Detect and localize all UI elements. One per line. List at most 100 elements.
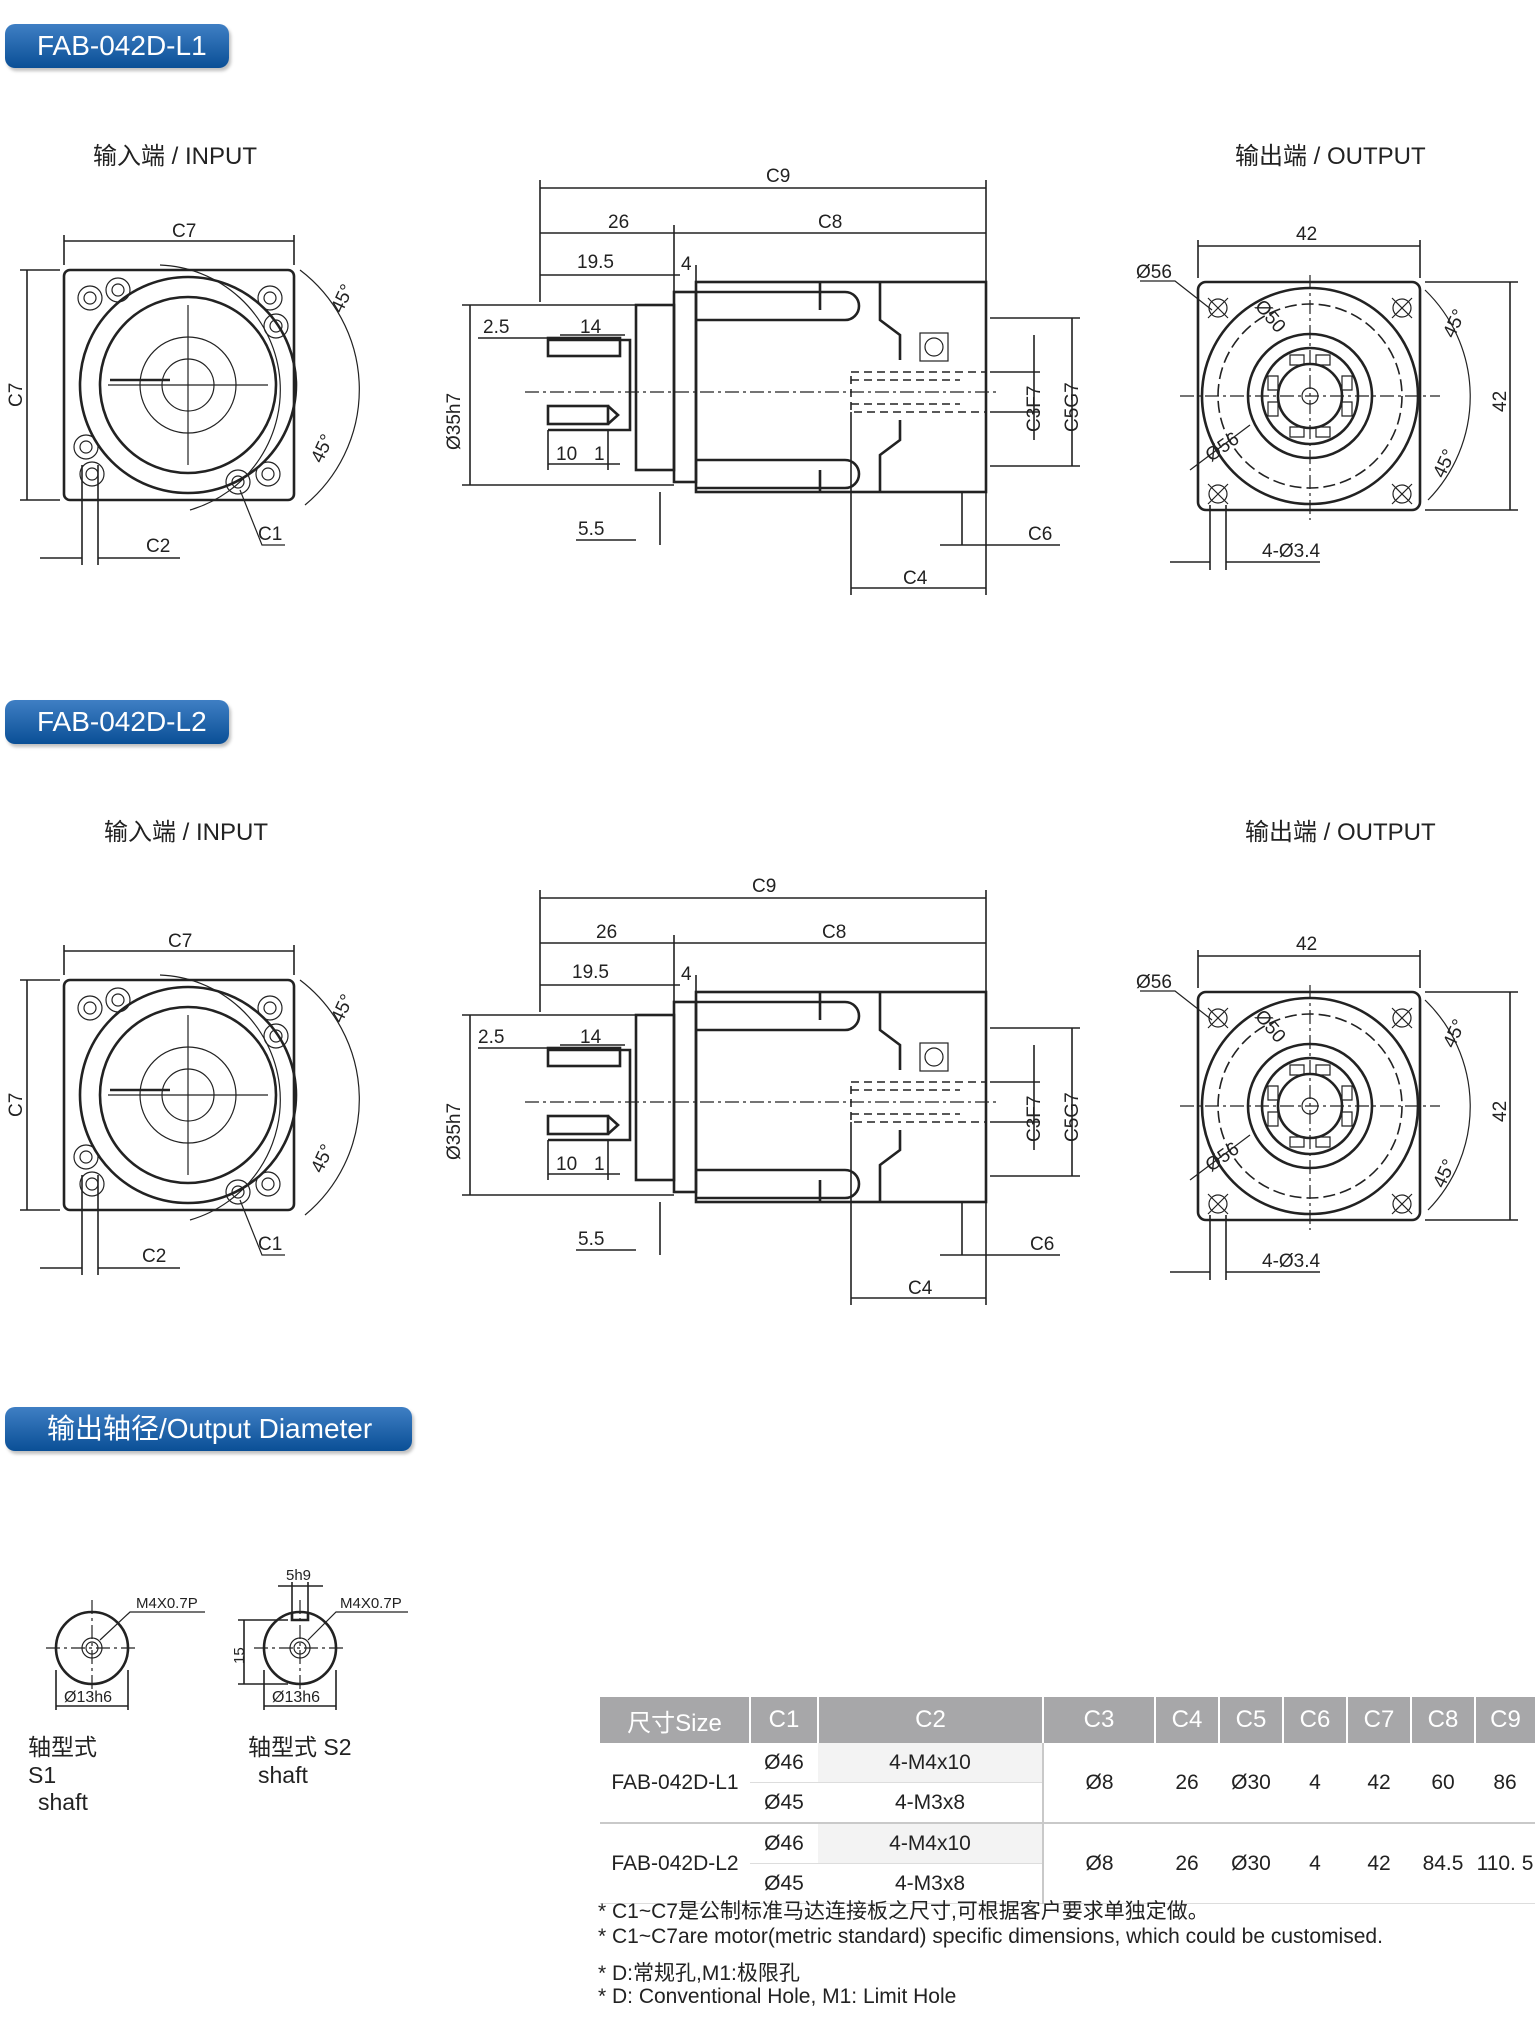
footnote-1: * C1~C7是公制标准马达连接板之尺寸,可根据客户要求单独定做。 [598, 1900, 1209, 1923]
input-view-label-l2: 输入端 / INPUT [104, 819, 269, 846]
dim-dia-56-top: Ø56 [1136, 262, 1172, 283]
header-c7: C7 [1347, 1697, 1412, 1743]
dim-c1-l2: C1 [258, 1234, 282, 1255]
dim-c9-l2: C9 [752, 876, 776, 897]
dim-42-right-l2: 42 [1490, 1101, 1511, 1122]
header-size: 尺寸Size [600, 1697, 751, 1743]
dim-c4-l2: C4 [908, 1278, 933, 1299]
dim-1-l2: 1 [594, 1154, 605, 1175]
dim-19-5-l2: 19.5 [572, 962, 609, 983]
dim-4-l2: 4 [681, 964, 692, 985]
dim-c5g7: C5G7 [1062, 382, 1083, 432]
dim-19-5: 19.5 [577, 252, 614, 273]
header-c8: C8 [1411, 1697, 1476, 1743]
row2-c1-b: Ø45 [750, 1863, 818, 1904]
dim-26-l2: 26 [596, 922, 617, 943]
table-row: Ø45 4-M3x8 [600, 1863, 1535, 1904]
dim-c5g7-l2: C5G7 [1062, 1092, 1083, 1142]
row2-c4: 26 [1155, 1823, 1219, 1904]
angle-45-lower: 45° [307, 431, 338, 466]
table-row: Ø45 4-M3x8 [600, 1782, 1535, 1824]
dim-dia-35h7: Ø35h7 [444, 393, 465, 450]
dim-42-top-l2: 42 [1296, 934, 1317, 955]
dim-c2-l2: C2 [142, 1246, 166, 1267]
row2-c6: 4 [1283, 1823, 1347, 1904]
spec-table: 尺寸Size C1 C2 C3 C4 C5 C6 C7 C8 C9 FAB-04… [600, 1697, 1535, 1904]
section-title-l1: FAB-042D-L1 [5, 24, 229, 68]
dim-c9: C9 [766, 166, 790, 187]
output-view-l2: 42 42 Ø56 Ø50 Ø56 45° 45° 4-Ø3.4 [1136, 934, 1518, 1280]
dim-holes-l2: 4-Ø3.4 [1262, 1251, 1321, 1272]
row2-c1-a: Ø46 [750, 1823, 818, 1864]
dim-c8: C8 [818, 212, 842, 233]
dim-c3f7: C3F7 [1024, 386, 1045, 432]
angle-45-upper: 45° [327, 281, 358, 316]
section-title-l2: FAB-042D-L2 [5, 700, 229, 744]
row1-c2-b: 4-M3x8 [818, 1782, 1044, 1824]
row1-c1-b: Ø45 [750, 1782, 818, 1824]
input-view-l1: C7 C7 C2 C1 45° 45° [6, 221, 360, 565]
dim-14: 14 [580, 317, 602, 338]
table-row: FAB-042D-L1 Ø46 4-M4x10 Ø8 26 Ø30 4 42 6… [600, 1743, 1535, 1824]
dim-26: 26 [608, 212, 629, 233]
header-c6: C6 [1283, 1697, 1348, 1743]
header-c9: C9 [1475, 1697, 1535, 1743]
shaft-s2-key: 5h9 [286, 1567, 311, 1584]
row2-c3: Ø8 [1043, 1823, 1155, 1904]
dim-c8-l2: C8 [822, 922, 846, 943]
header-c5: C5 [1219, 1697, 1284, 1743]
dim-c3f7-l2: C3F7 [1024, 1096, 1045, 1142]
row1-c9: 86 [1475, 1743, 1535, 1824]
angle-45-lower-out: 45° [1429, 446, 1460, 481]
footnote-4: * D: Conventional Hole, M1: Limit Hole [598, 1985, 957, 2008]
side-view-l2: C9 26 C8 19.5 4 Ø35h7 2.5 14 10 1 5.5 C6… [444, 876, 1083, 1305]
row1-c3: Ø8 [1043, 1743, 1155, 1824]
dim-c7-left-l2: C7 [6, 1093, 27, 1117]
row2-c2-a: 4-M4x10 [818, 1823, 1044, 1864]
shaft-s1-label: 轴型式 S1 shaft [28, 1728, 128, 1816]
dim-dia-56-top-l2: Ø56 [1136, 972, 1172, 993]
dim-c2: C2 [146, 536, 170, 557]
row2-c8: 84.5 [1411, 1823, 1475, 1904]
shaft-s1-label-cn: 轴型式 S1 [28, 1734, 97, 1788]
shaft-s2-dia: Ø13h6 [272, 1689, 320, 1706]
spec-table-header: 尺寸Size C1 C2 C3 C4 C5 C6 C7 C8 C9 [600, 1697, 1535, 1743]
row1-c2-a: 4-M4x10 [818, 1743, 1044, 1783]
row2-c7: 42 [1347, 1823, 1411, 1904]
dim-1: 1 [594, 444, 605, 465]
row1-c1-a: Ø46 [750, 1743, 818, 1783]
dim-5-5: 5.5 [578, 519, 604, 540]
shaft-s2-drawing: 5h9 15 M4X0.7P Ø13h6 [231, 1567, 408, 1710]
footnote-3: * D:常规孔,M1:极限孔 [598, 1962, 800, 1985]
dim-42-top: 42 [1296, 224, 1317, 245]
section-title-output-diameter: 输出轴径/Output Diameter [5, 1407, 413, 1451]
dim-2-5-l2: 2.5 [478, 1027, 504, 1048]
dim-5-5-l2: 5.5 [578, 1229, 604, 1250]
dim-14-l2: 14 [580, 1027, 602, 1048]
shaft-s1-dia: Ø13h6 [64, 1689, 112, 1706]
angle-45-lower-l2: 45° [307, 1141, 338, 1176]
row1-c7: 42 [1347, 1743, 1411, 1824]
dim-c7-left: C7 [6, 383, 27, 407]
output-view-label-l1: 输出端 / OUTPUT [1235, 143, 1426, 170]
table-row: FAB-042D-L2 Ø46 4-M4x10 Ø8 26 Ø30 4 42 8… [600, 1823, 1535, 1904]
shaft-s2-label: 轴型式 S2 shaft [248, 1728, 368, 1789]
drawing-l1: C7 C7 C2 C1 45° 45° C9 26 C8 19.5 [6, 166, 1518, 595]
row1-c5: Ø30 [1219, 1743, 1283, 1824]
shaft-s2-label-en: shaft [258, 1762, 308, 1788]
side-view-l1: C9 26 C8 19.5 4 Ø35h7 2.5 14 10 1 5.5 C6… [444, 166, 1083, 595]
header-c4: C4 [1155, 1697, 1220, 1743]
angle-45-upper-l2: 45° [327, 991, 358, 1026]
row1-c6: 4 [1283, 1743, 1347, 1824]
shaft-s2-thread: M4X0.7P [340, 1595, 402, 1612]
header-c3: C3 [1043, 1697, 1156, 1743]
output-view-l1: 42 42 Ø56 Ø50 Ø56 45° 45° 4-Ø3.4 [1136, 224, 1518, 570]
dim-4: 4 [681, 254, 692, 275]
row2-c9: 110. 5 [1475, 1823, 1535, 1904]
dim-c7-top-l2: C7 [168, 931, 192, 952]
header-c2: C2 [818, 1697, 1044, 1743]
shaft-s1-label-en: shaft [38, 1789, 88, 1815]
drawing-l2: C7 C7 C2 C1 45° 45° C9 26 C8 19.5 4 [6, 876, 1518, 1305]
row2-size: FAB-042D-L2 [600, 1823, 750, 1904]
dim-c6: C6 [1028, 524, 1052, 545]
